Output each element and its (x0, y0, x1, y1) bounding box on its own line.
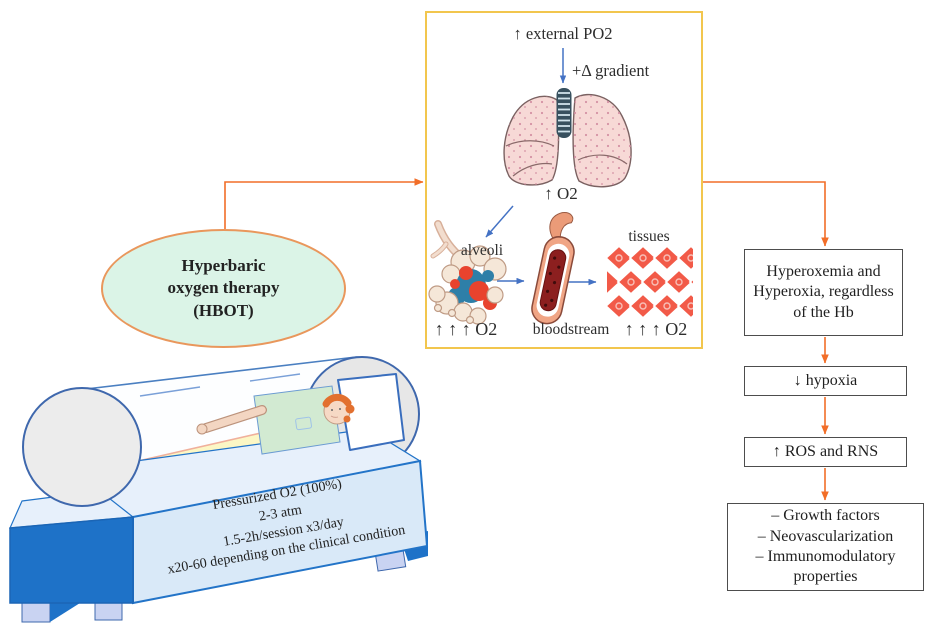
outcome-line-immunomodulatory: – Immunomodulatory (755, 548, 896, 565)
chamber-end-cap-right (304, 356, 420, 472)
outcome-box-growth-factors: – Growth factors – Neovascularization – … (727, 503, 924, 591)
outcome-box-hypoxia-text: ↓ hypoxia (793, 371, 858, 389)
outcome-box-hyperoxemia: Hyperoxemia and Hyperoxia, regardless of… (744, 249, 903, 336)
outcome-box-ros-rns: ↑ ROS and RNS (744, 437, 907, 467)
alveoli-o2-label: ↑ ↑ ↑ O2 (434, 319, 498, 339)
gradient-label: +Δ gradient (572, 61, 650, 80)
hbot-oval: Hyperbaric oxygen therapy (HBOT) (101, 229, 346, 348)
patient-figure (196, 373, 405, 455)
outcome-line-growth-factors: – Growth factors (771, 507, 880, 525)
outcome-box-hyperoxemia-text: Hyperoxemia and Hyperoxia, regardless of… (753, 262, 894, 321)
outcome-box-ros-rns-text: ↑ ROS and RNS (772, 442, 879, 460)
outcome-box-hypoxia: ↓ hypoxia (744, 366, 907, 396)
lungs-o2-label: ↑ O2 (544, 184, 578, 203)
pillow (337, 373, 405, 451)
bloodstream-label: bloodstream (532, 321, 610, 338)
hbot-oval-line3: (HBOT) (193, 300, 254, 320)
chamber-end-cap-left (22, 387, 142, 507)
tissues-o2-label: ↑ ↑ ↑ O2 (624, 319, 688, 339)
hbot-oval-line1: Hyperbaric (181, 255, 266, 275)
chamber-caption: Pressurized O2 (100%) 2-3 atm 1.5-2h/ses… (113, 459, 451, 587)
outcome-line-neovascularization: – Neovascularization (757, 527, 894, 545)
alveoli-label: alveoli (460, 242, 504, 259)
external-po2-label: ↑ external PO2 (513, 24, 613, 43)
arrow-panel-to-outcomes (703, 181, 829, 247)
hbot-oval-line2: oxygen therapy (167, 278, 280, 298)
tissues-label: tissues (628, 228, 670, 245)
gas-exchange-panel (425, 11, 703, 349)
arrow-oval-to-panel (224, 178, 424, 229)
outcome-line-properties: properties (793, 568, 858, 586)
